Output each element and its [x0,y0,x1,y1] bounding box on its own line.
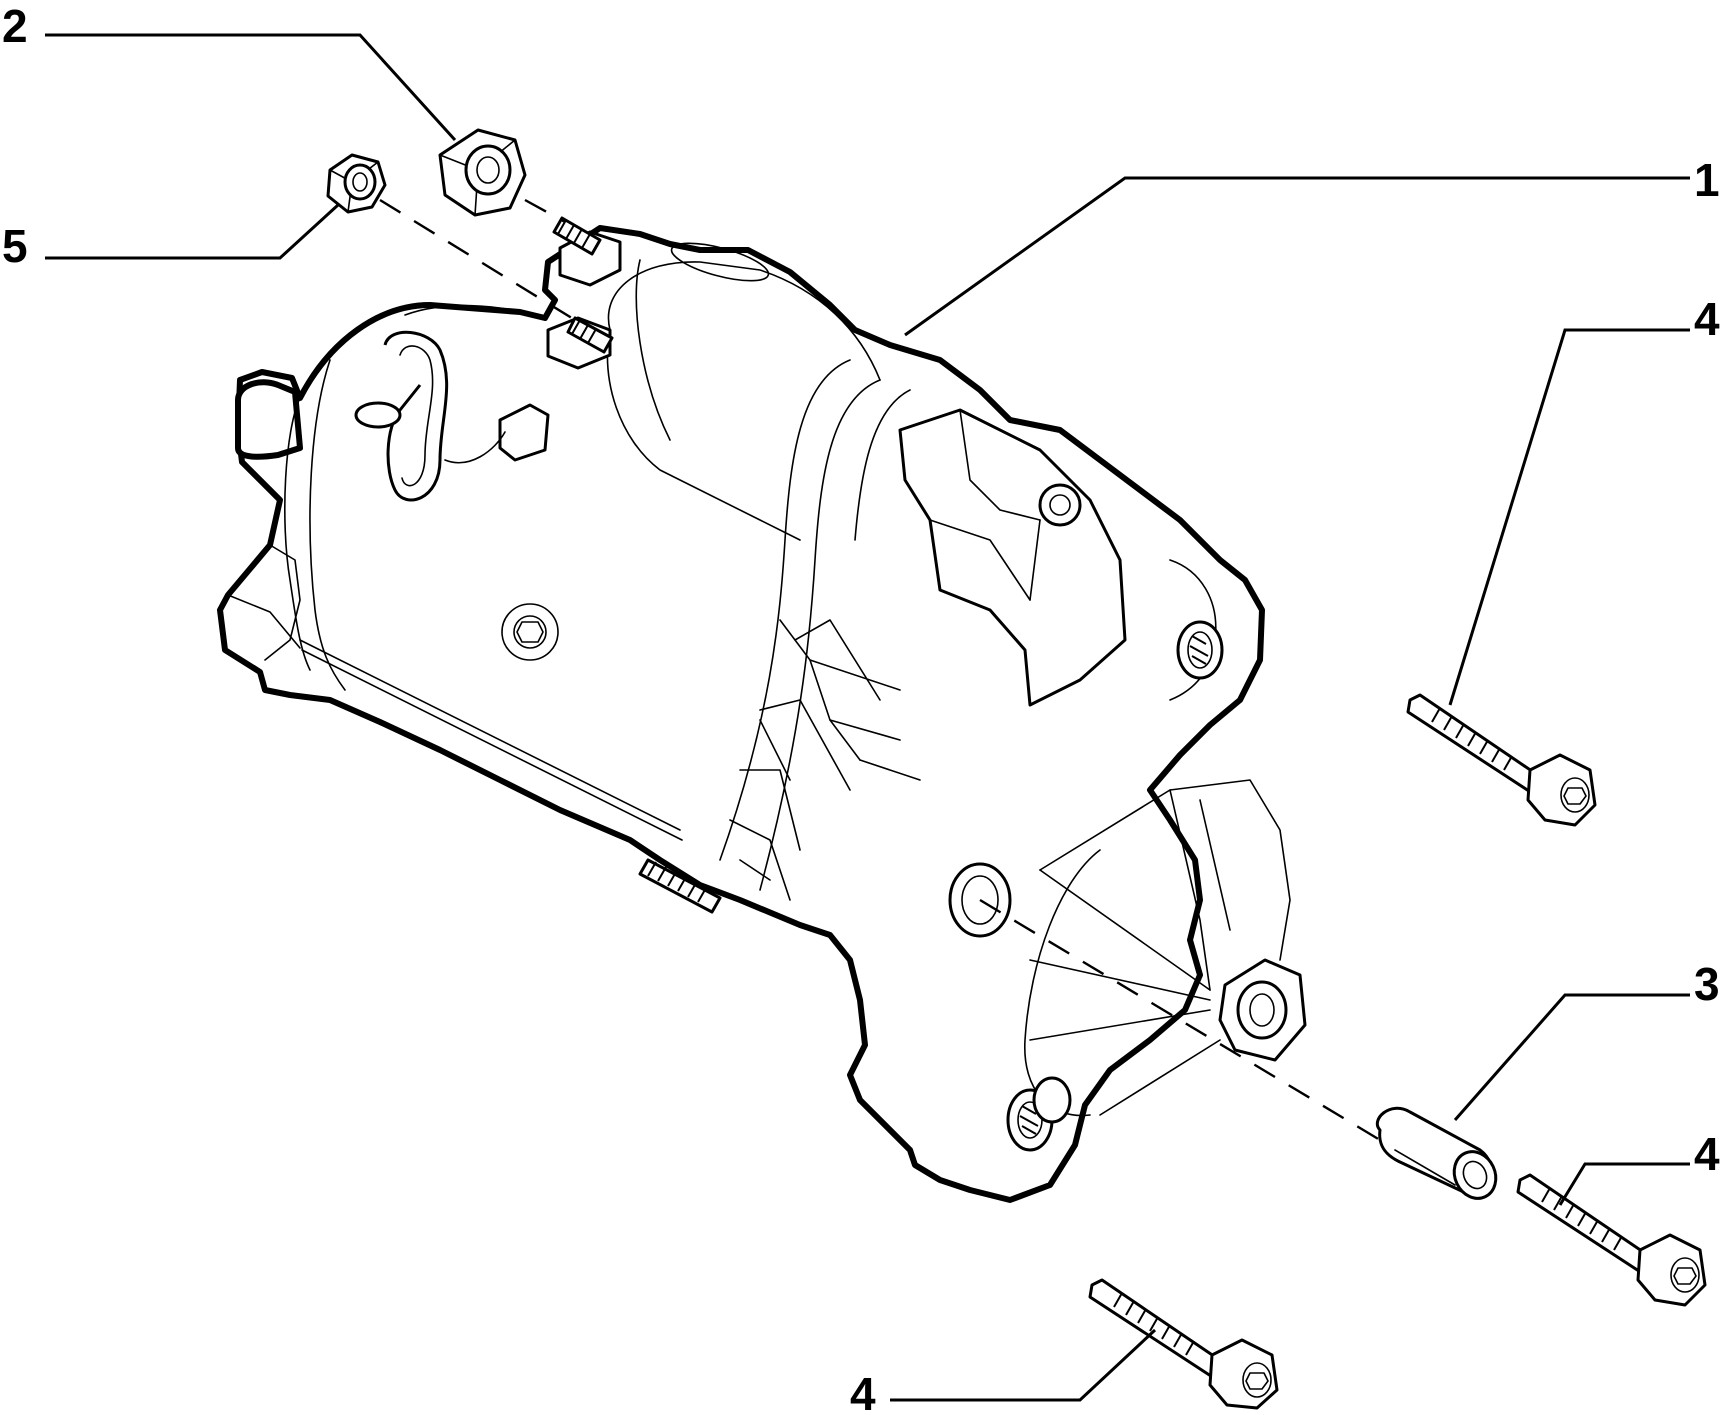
callout-1: 1 [1694,154,1720,206]
callout-4-top: 4 [1694,293,1720,345]
starter-motor-outline [217,225,1265,1203]
bushing [1375,1106,1498,1200]
shaft-end [235,379,303,460]
leader-4-top [1448,328,1690,706]
nut-large [438,128,527,217]
cooling-ribs [729,619,921,901]
leader-4-bottom [890,1328,1157,1402]
leader-2 [45,33,457,142]
wire-strap [383,330,449,502]
bolt-lower-right [1516,1173,1707,1307]
flange-hole-small [1032,1076,1072,1124]
flange-hole-top [1176,620,1224,680]
callout-3: 3 [1694,958,1720,1010]
leader-4-right [1558,1162,1690,1206]
callout-2: 2 [2,0,28,52]
rear-bolt [501,603,559,661]
leader-3 [1453,993,1690,1121]
assembly-line-nut-small [379,198,576,322]
drive-housing [719,359,851,861]
solenoid-terminal-small [546,316,614,370]
bolt-bottom [1088,1278,1279,1410]
solenoid [607,261,881,381]
leader-5 [45,203,340,260]
solenoid-mount-plate [898,408,1127,707]
callout-4-bottom: 4 [850,1368,876,1415]
starter-motor [217,216,1307,1203]
assembly-line-nut-large [524,198,566,224]
tie-rod-thread [638,858,722,914]
nut-small [326,153,387,214]
callout-5: 5 [2,220,28,272]
mount-screw [1038,483,1082,527]
callout-4-right: 4 [1694,1128,1720,1180]
bolt-upper-right [1406,693,1597,827]
solenoid-terminal-large [552,216,622,287]
leader-1 [904,176,1690,337]
